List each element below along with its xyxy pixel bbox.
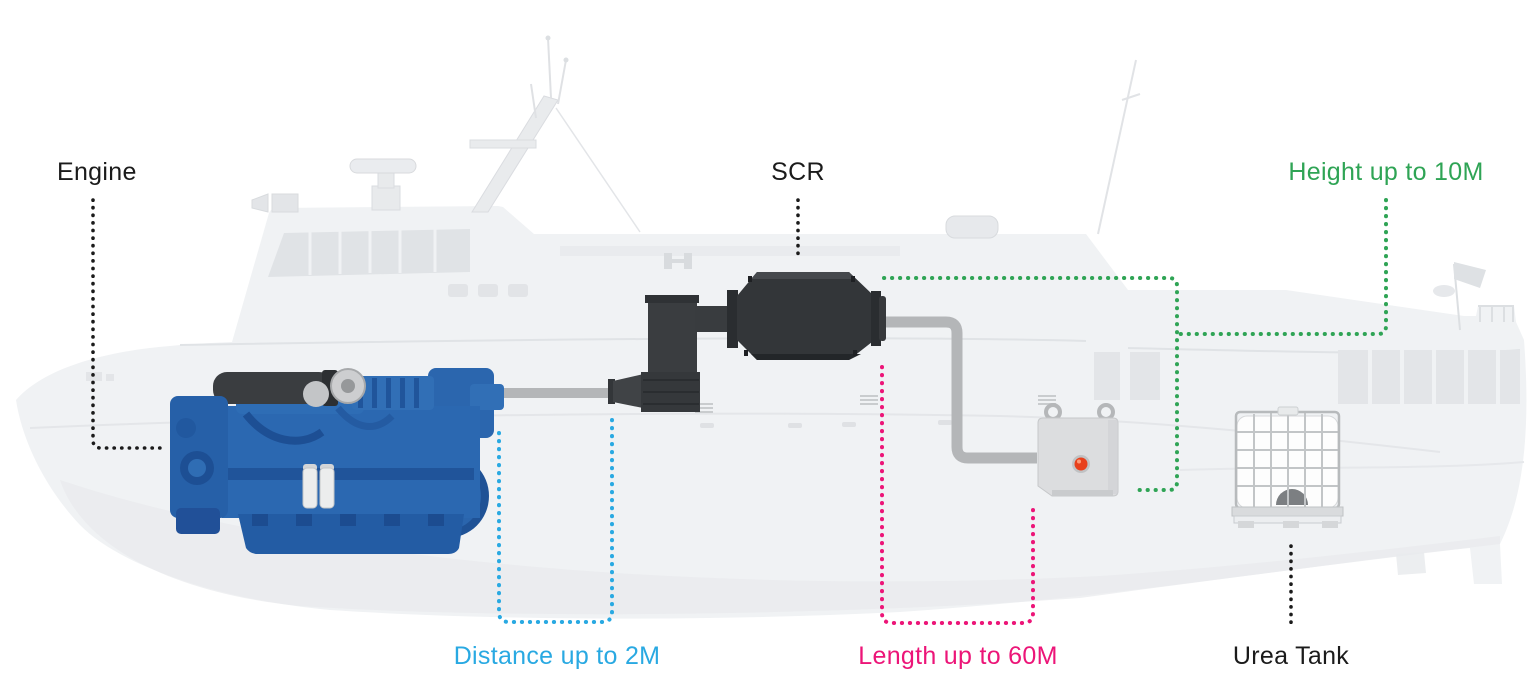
- scr-inlet-flange: [608, 379, 615, 404]
- scr-duct-ribs: [643, 379, 699, 405]
- dosing-button-highlight: [1077, 459, 1081, 464]
- exhaust-pipe-scr-to-dosing: [884, 316, 1037, 464]
- dosing-unit-illustration: [1037, 403, 1119, 497]
- distance-bracket: [497, 415, 614, 624]
- twin-fuel-filters: [302, 464, 335, 509]
- aft-antenna: [1097, 59, 1141, 235]
- engine-label: Engine: [57, 158, 137, 186]
- engine-pipe-arc1: [242, 411, 325, 445]
- intercooler-band: [228, 468, 474, 480]
- air-filter: [213, 372, 333, 404]
- scr-left-flange: [727, 290, 738, 348]
- turbocharger-hub: [341, 379, 355, 393]
- engine-casing-panels: [1094, 352, 1160, 400]
- gearbox-output: [470, 384, 504, 410]
- ibc-cage-grid: [1236, 413, 1340, 508]
- urea-tank-illustration: [1231, 406, 1344, 528]
- scr-neck: [695, 306, 731, 332]
- scr-inlet-cone: [613, 373, 648, 409]
- scr-label: SCR: [771, 158, 825, 186]
- cabin-windows: [448, 284, 528, 297]
- dosing-box-shade: [1108, 420, 1118, 494]
- dosing-button: [1074, 457, 1088, 471]
- scr-end-cap: [879, 296, 886, 341]
- scr-body-top-facet: [751, 272, 855, 279]
- length-measurement-label: Length up to 60M: [858, 642, 1058, 670]
- stern-rails: [1478, 305, 1514, 322]
- scr-body-bottom-facet: [751, 354, 861, 360]
- ibc-pallet-top: [1231, 506, 1344, 517]
- front-pulley-hub: [188, 459, 206, 477]
- height-path-scr-to-dosing: [882, 276, 1179, 492]
- ship-forward-skeg: [1396, 552, 1426, 575]
- hull-bilge-shading: [60, 480, 1500, 615]
- turbocharger-second: [303, 381, 329, 407]
- scr-unit-illustration: [608, 272, 886, 412]
- exhaust-pipe-engine-to-scr: [497, 388, 613, 398]
- annotations: [91, 198, 1388, 628]
- engine-block: [222, 406, 480, 518]
- stern-flag: [1433, 262, 1486, 331]
- wall-vent-marks: [695, 395, 1056, 413]
- front-bracket: [176, 508, 220, 534]
- horn-speaker: [251, 193, 299, 213]
- hull-seam-aft: [1179, 461, 1525, 471]
- length-bracket: [880, 365, 1035, 625]
- scr-body: [737, 272, 872, 360]
- dosing-box-bottom: [1052, 490, 1113, 496]
- ibc-top-cap: [1277, 406, 1299, 416]
- main-mast: [469, 35, 641, 233]
- ibc-pallet-feet: [1238, 521, 1338, 528]
- deck-h-vent: [664, 253, 692, 269]
- distance-measurement-label: Distance up to 2M: [453, 642, 661, 670]
- bow-fittings: [86, 372, 114, 381]
- engine-illustration: [170, 368, 504, 554]
- water-pump: [176, 418, 196, 438]
- engine-pipe-arc2: [335, 405, 395, 430]
- wheelhouse-window-mullions: [308, 229, 437, 275]
- radar-mast: [349, 158, 417, 211]
- life-raft-box: [945, 215, 999, 239]
- aft-window-mullions: [1368, 350, 1500, 404]
- aft-window-band: [1338, 350, 1520, 404]
- deckhouse-recess: [560, 246, 900, 256]
- ibc-drain-valve: [1276, 489, 1308, 505]
- scr-duct-cap: [645, 295, 699, 303]
- oil-pan: [238, 514, 464, 554]
- scr-right-flange: [871, 291, 881, 346]
- scr-bolts: [744, 276, 857, 356]
- urea-tank-label: Urea Tank: [1232, 642, 1350, 670]
- height-measurement-label: Height up to 10M: [1288, 158, 1484, 186]
- oil-pan-lugs: [252, 514, 444, 526]
